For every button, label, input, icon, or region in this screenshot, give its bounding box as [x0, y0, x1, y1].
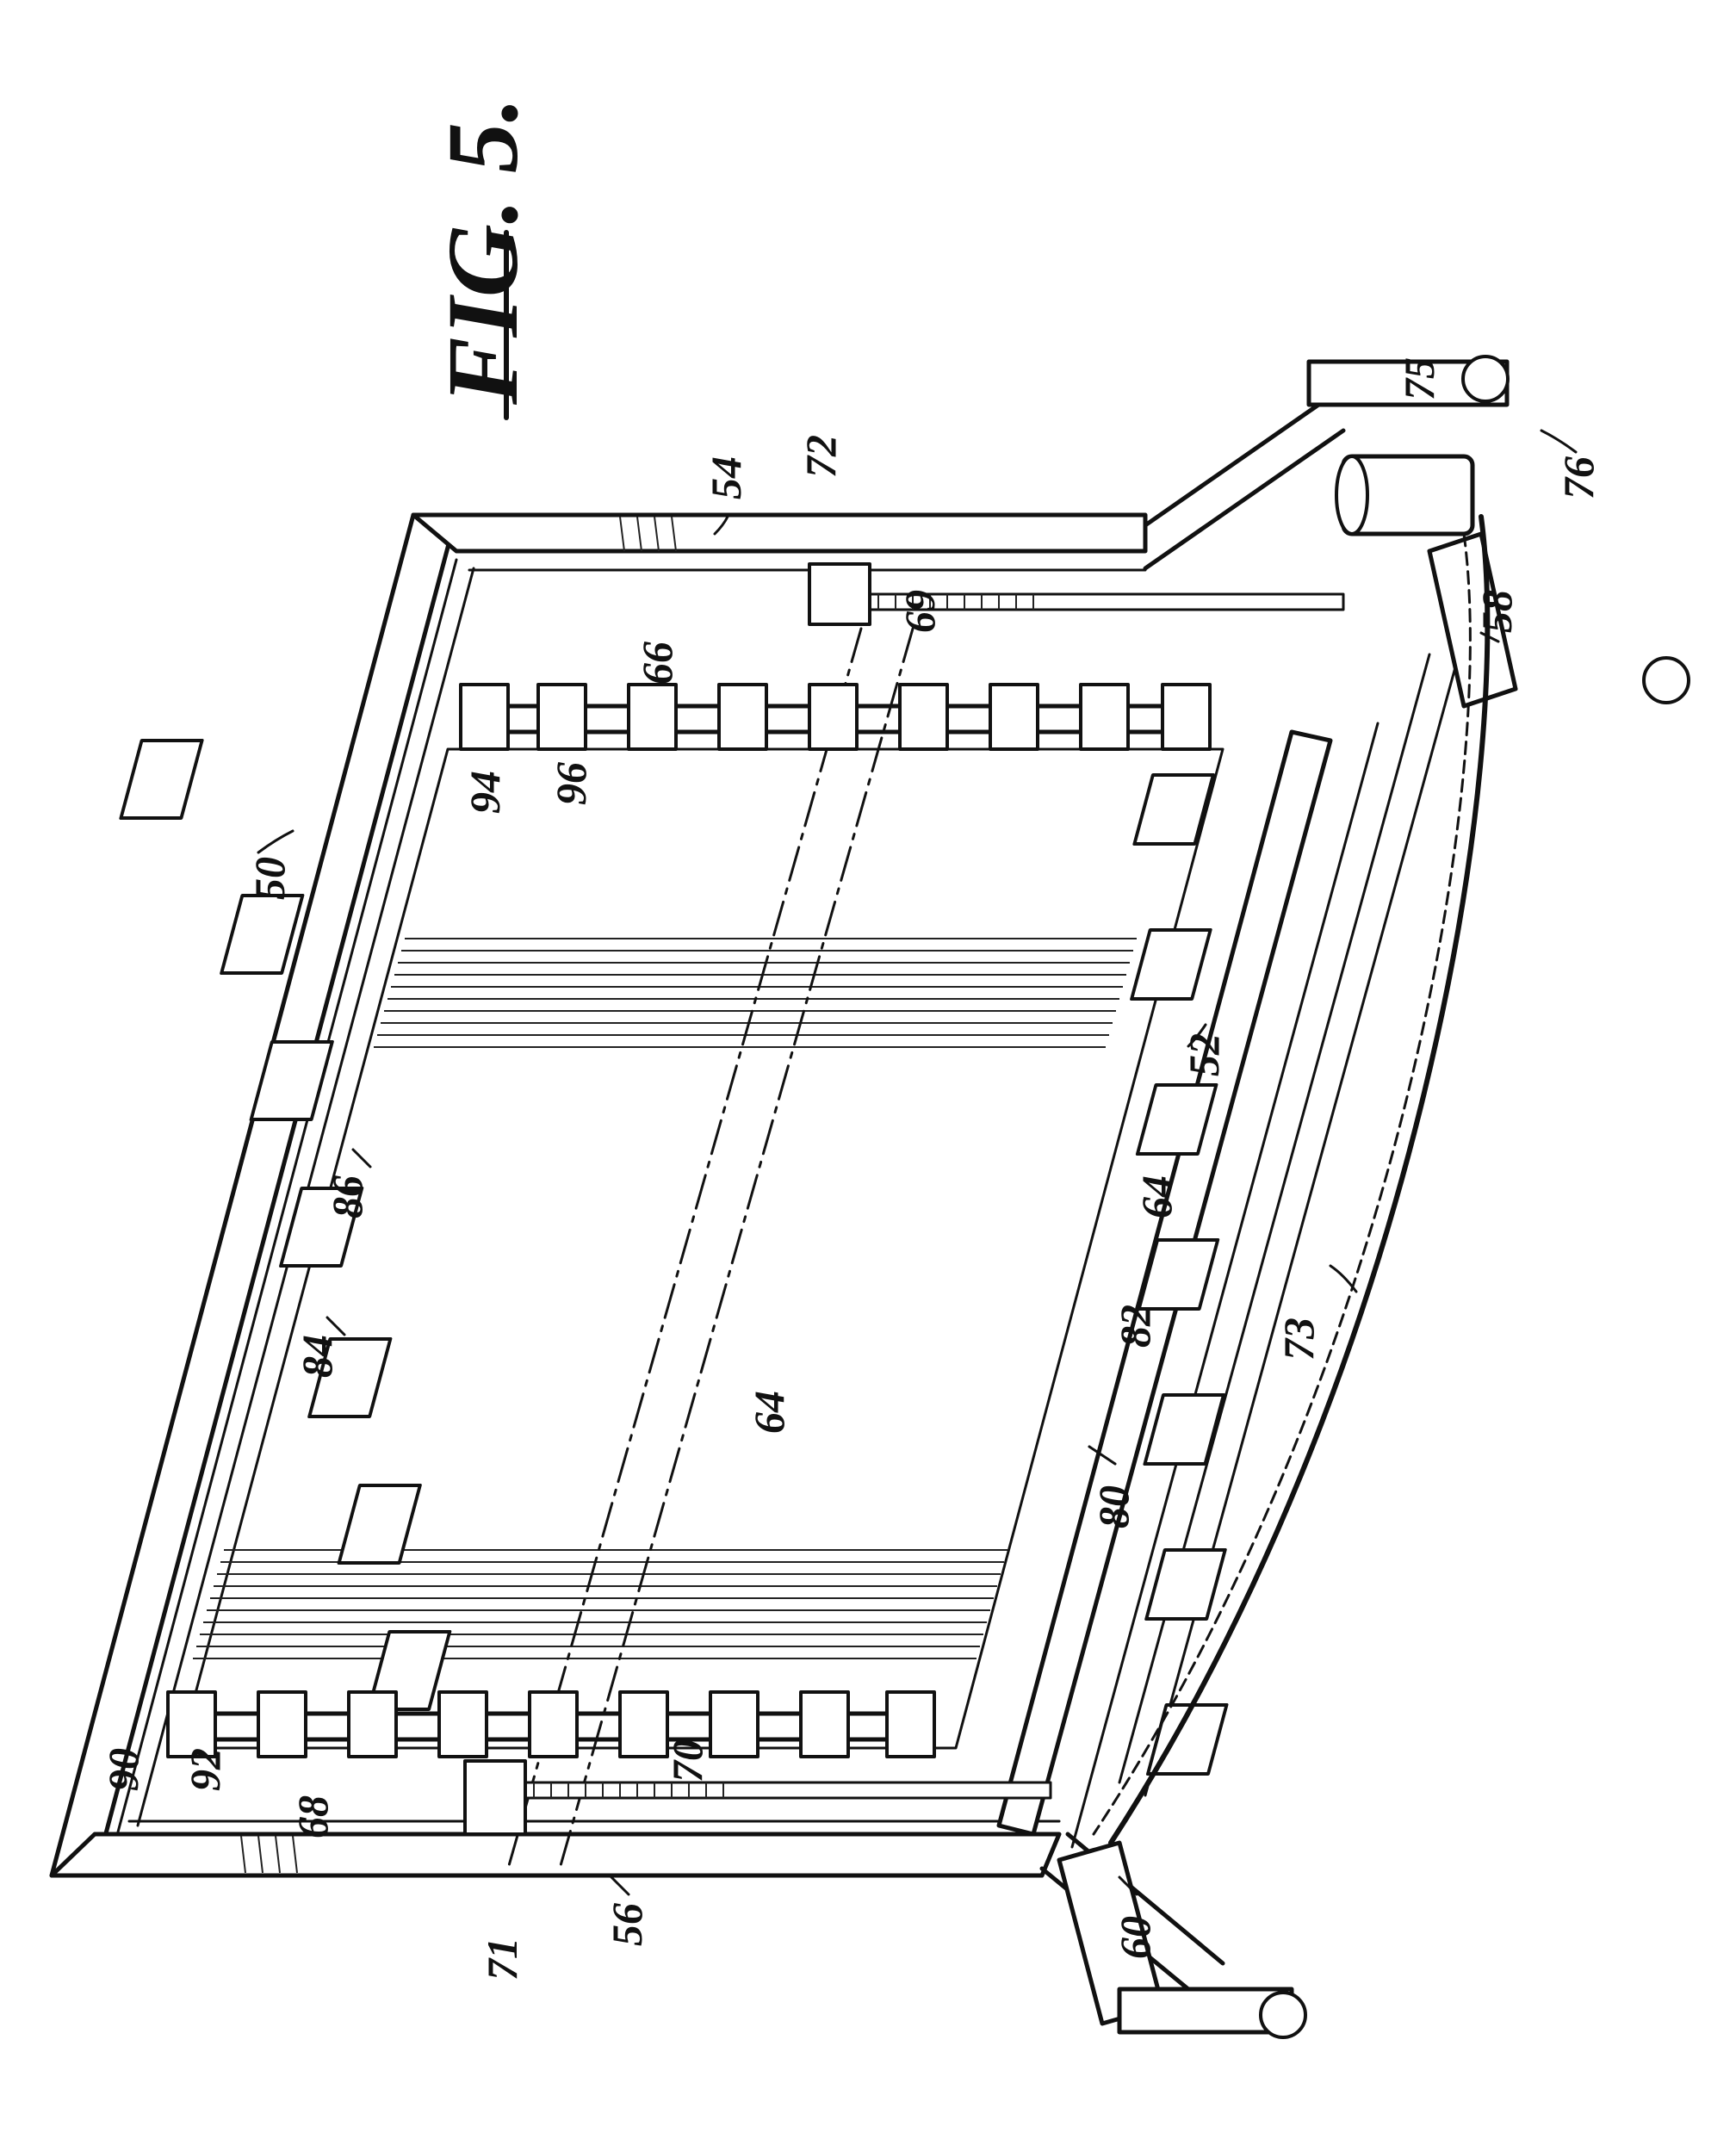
side-clamp: [900, 685, 947, 749]
left-upright: [52, 1834, 1059, 1875]
base-brace-right: [1145, 387, 1343, 525]
clamp: [251, 1042, 332, 1119]
side-clamp: [801, 1692, 848, 1757]
ref-50: 50: [245, 857, 294, 900]
side-clamp: [349, 1692, 396, 1757]
side-clamp: [719, 685, 766, 749]
clamp: [121, 741, 202, 818]
ref-54: 54: [702, 456, 750, 499]
ref-64-center: 64: [745, 1391, 793, 1434]
ref-66: 66: [633, 642, 681, 685]
left-side-clamp-bar: [168, 1692, 934, 1757]
right-upright: [413, 515, 1145, 551]
side-clamp: [258, 1692, 306, 1757]
ref-86: 86: [323, 1175, 371, 1218]
ref-58: 58: [1472, 590, 1521, 633]
side-clamp: [809, 685, 857, 749]
ref-90: 90: [99, 1748, 147, 1791]
ref-84: 84: [293, 1335, 341, 1378]
side-clamp: [538, 685, 586, 749]
left-lead-screw: [517, 1782, 1051, 1798]
ref-69: 69: [896, 590, 944, 633]
ref-80: 80: [1089, 1485, 1138, 1528]
ref-60: 60: [1111, 1916, 1159, 1959]
ref-70: 70: [663, 1739, 711, 1782]
clamp: [1146, 1550, 1224, 1619]
side-clamp: [1162, 685, 1210, 749]
ref-75: 75: [1395, 357, 1443, 400]
side-clamp: [710, 1692, 758, 1757]
ref-76: 76: [1554, 456, 1603, 499]
figure-title: FIG. 5.: [426, 97, 539, 406]
clamp: [1144, 1395, 1223, 1464]
ref-68: 68: [288, 1795, 337, 1838]
side-clamp: [620, 1692, 667, 1757]
caster-wheel: [1463, 356, 1508, 401]
side-clamp: [629, 685, 676, 749]
side-clamp: [530, 1692, 577, 1757]
clamp: [221, 896, 302, 973]
block-72: [809, 564, 870, 624]
side-clamp: [1081, 685, 1128, 749]
drive-motor-end: [1336, 456, 1367, 534]
caster-wheel: [1644, 658, 1689, 703]
side-clamp: [990, 685, 1038, 749]
ref-82: 82: [1111, 1305, 1159, 1348]
ref-94: 94: [461, 771, 509, 814]
side-clamp: [461, 685, 508, 749]
ref-96: 96: [547, 762, 595, 805]
ref-72: 72: [797, 435, 845, 478]
ref-64-bottom: 64: [1132, 1175, 1181, 1218]
side-clamp: [887, 1692, 934, 1757]
block-71: [465, 1761, 525, 1834]
side-clamp: [439, 1692, 487, 1757]
ref-71: 71: [478, 1937, 526, 1981]
base-brace-right-2: [1145, 431, 1343, 568]
ref-56: 56: [603, 1903, 651, 1946]
right-side-clamp-bar: [461, 685, 1210, 749]
ref-52: 52: [1180, 1033, 1228, 1076]
side-clamp: [168, 1692, 215, 1757]
ref-92: 92: [181, 1748, 229, 1791]
figure-title-text: FIG. 5.: [426, 97, 539, 406]
caster-wheel: [1261, 1993, 1305, 2037]
ref-73: 73: [1274, 1317, 1323, 1361]
